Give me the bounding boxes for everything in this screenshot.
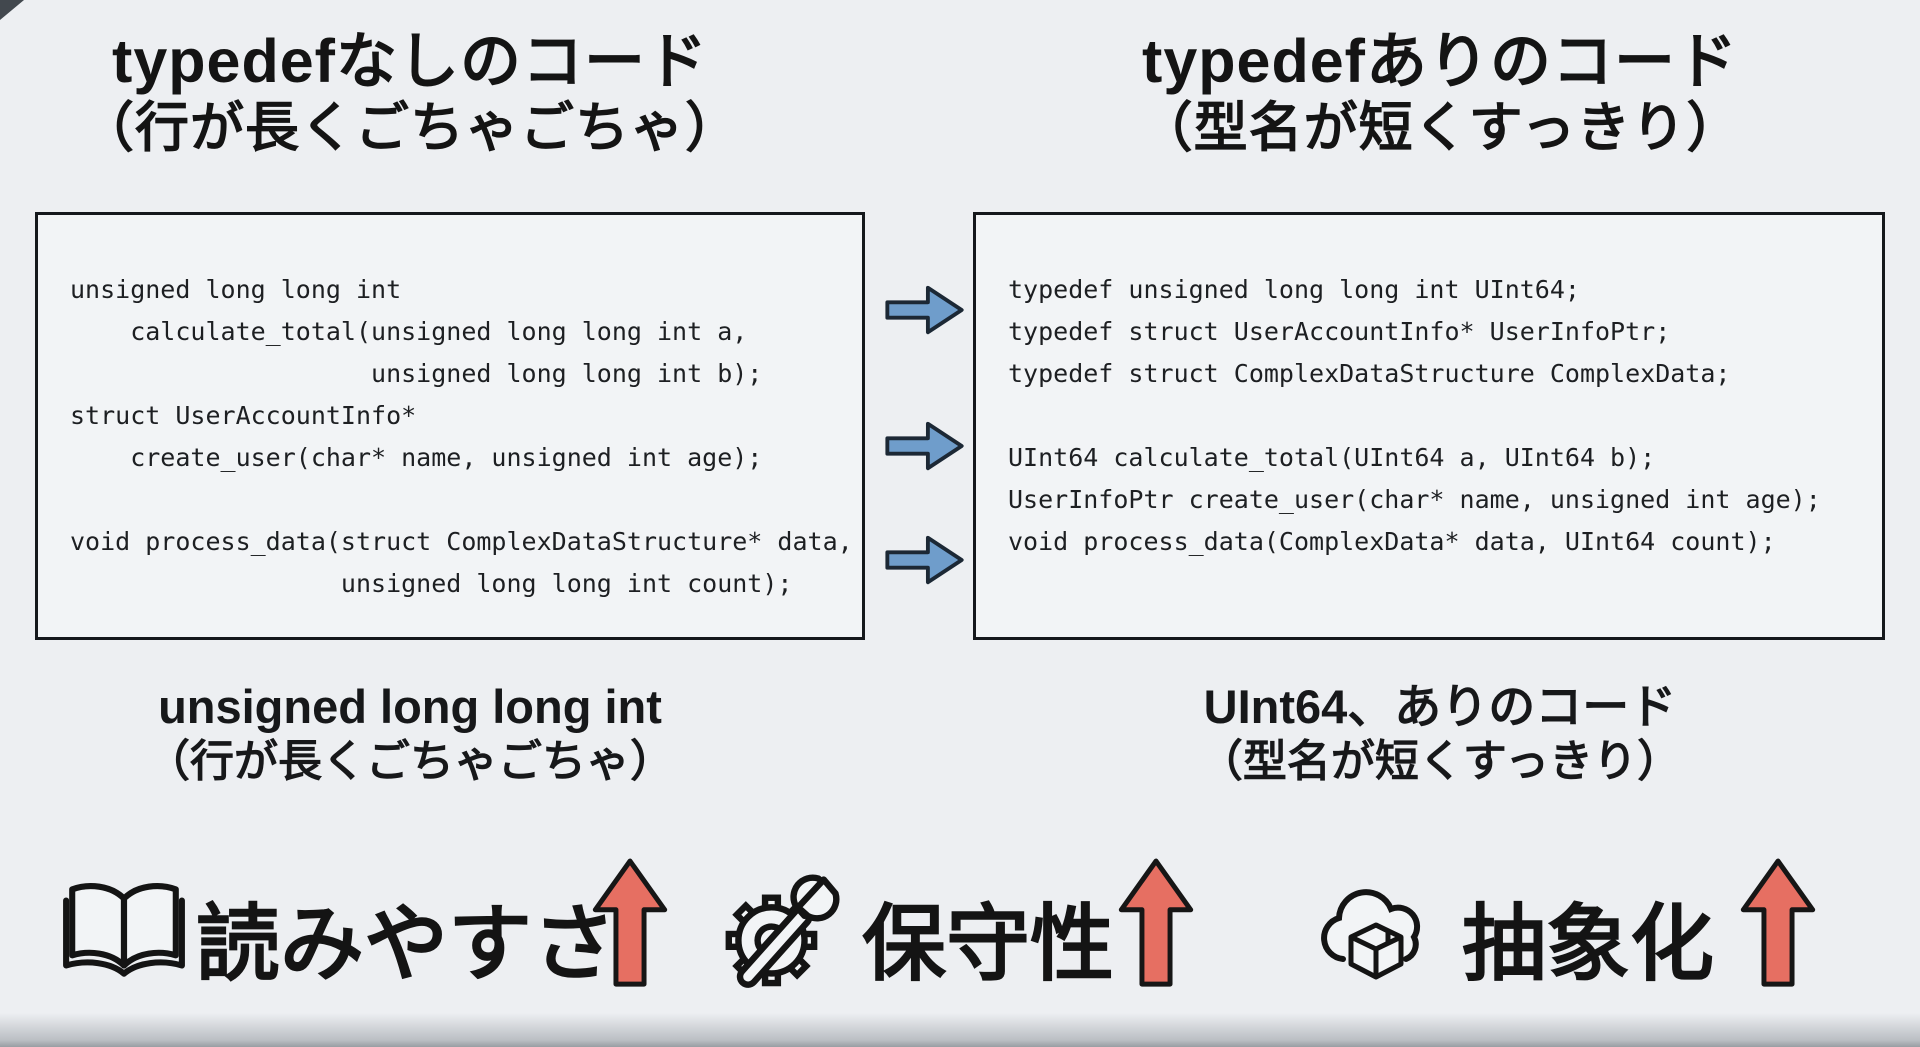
benefit-label: 保守性 xyxy=(862,897,1115,991)
left-title-line2: （行が長くごちゃごちゃ） xyxy=(80,97,740,158)
up-arrow-shape xyxy=(1740,858,1816,987)
up-arrow-icon xyxy=(1740,858,1816,987)
transform-arrow-shape xyxy=(885,285,964,335)
gear-wrench-icon xyxy=(725,874,840,988)
cloud-package-icon xyxy=(1321,889,1421,980)
up-arrow-icon xyxy=(1118,858,1194,987)
left-code-box: unsigned long long int calculate_total(u… xyxy=(35,212,865,640)
bottom-edge-shadow xyxy=(0,1013,1920,1047)
left-caption-line2: （行が長くごちゃごちゃ） xyxy=(146,737,674,787)
right-code-text: typedef unsigned long long int UInt64; t… xyxy=(1008,275,1821,556)
transform-arrow-icon xyxy=(885,421,964,471)
left-title: typedefなしのコード （行が長くごちゃごちゃ） xyxy=(0,26,820,159)
left-code-text: unsigned long long int calculate_total(u… xyxy=(70,275,853,598)
up-arrow-shape xyxy=(1118,858,1194,987)
benefit-label: 抽象化 xyxy=(1462,897,1715,991)
right-code-box: typedef unsigned long long int UInt64; t… xyxy=(973,212,1885,640)
transform-arrow-shape xyxy=(885,421,964,471)
transform-arrow-icon xyxy=(885,285,964,335)
up-arrow-icon xyxy=(592,858,668,987)
transform-arrow-shape xyxy=(885,535,964,585)
right-title-line2: （型名が短くすっきり） xyxy=(1138,97,1742,158)
left-caption: unsigned long long int （行が長くごちゃごちゃ） xyxy=(0,678,820,789)
benefit-label: 読みやすさ xyxy=(196,897,617,991)
right-title: typedefありのコード （型名が短くすっきり） xyxy=(1050,26,1830,159)
left-title-line1: typedefなしのコード xyxy=(112,27,708,95)
right-title-line1: typedefありのコード xyxy=(1142,27,1738,95)
transform-arrow-icon xyxy=(885,535,964,585)
left-caption-line1: unsigned long long int xyxy=(158,680,662,733)
up-arrow-shape xyxy=(592,858,668,987)
right-caption-line1: UInt64、ありのコード xyxy=(1203,680,1677,733)
corner-artifact xyxy=(0,0,24,20)
right-caption-line2: （型名が短くすっきり） xyxy=(1198,737,1682,787)
book-icon xyxy=(63,883,185,977)
right-caption: UInt64、ありのコード （型名が短くすっきり） xyxy=(1050,678,1830,789)
